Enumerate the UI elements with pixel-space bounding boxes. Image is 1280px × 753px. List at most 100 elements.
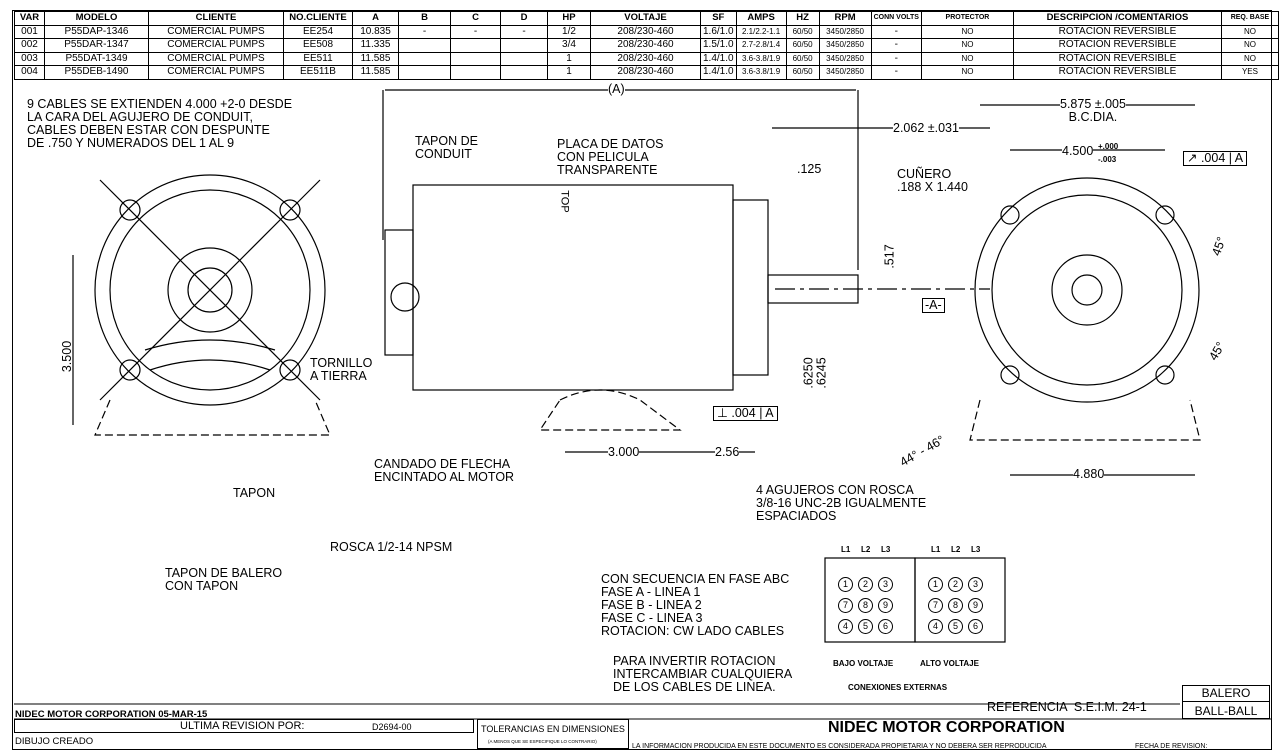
balero-label: BALERO bbox=[1182, 685, 1270, 702]
line-label: L1 bbox=[931, 545, 941, 554]
line-label: L3 bbox=[881, 545, 891, 554]
table-cell: - bbox=[870, 65, 922, 80]
label-conexiones-externas: CONEXIONES EXTERNAS bbox=[848, 683, 948, 692]
tolerancias-sub: (A MENOS QUE SE ESPECIFIQUE LO CONTRARIO… bbox=[488, 739, 597, 744]
proprietary-notice: LA INFORMACION PRODUCIDA EN ESTE DOCUMEN… bbox=[632, 743, 1047, 750]
revision-row bbox=[14, 719, 474, 733]
company-date: NIDEC MOTOR CORPORATION 05-Mar-15 bbox=[15, 709, 208, 720]
line-label: L2 bbox=[861, 545, 871, 554]
note-tapon-conduit: TAPON DE CONDUIT bbox=[415, 134, 478, 161]
note-tapon: TAPON bbox=[233, 486, 276, 500]
dim-3000: 3.000 bbox=[608, 445, 640, 459]
terminal: 7 bbox=[838, 598, 853, 613]
table-cell: - bbox=[398, 24, 451, 39]
dim-2062: 2.062 ±.031 bbox=[893, 121, 959, 135]
end-view-left bbox=[72, 174, 331, 436]
table-cell: P55DAR-1347 bbox=[44, 38, 149, 53]
fecha-revision: FECHA DE REVISION: bbox=[1135, 743, 1208, 750]
note-cables: 9 CABLES SE EXTIENDEN 4.000 +2-0 DESDE L… bbox=[27, 97, 293, 150]
line-label: L1 bbox=[841, 545, 851, 554]
terminal: 6 bbox=[878, 619, 893, 634]
label-bajo-voltaje: BAJO VOLTAJE bbox=[833, 659, 894, 668]
terminal: 9 bbox=[968, 598, 983, 613]
table-cell: 3450/2850 bbox=[818, 65, 872, 80]
terminal: 4 bbox=[928, 619, 943, 634]
table-cell: COMERCIAL PUMPS bbox=[148, 38, 284, 53]
line-label: L2 bbox=[951, 545, 961, 554]
dim-256: 2.56 bbox=[715, 445, 740, 459]
note-invertir: PARA INVERTIR ROTACION INTERCAMBIAR CUAL… bbox=[613, 654, 793, 694]
terminal: 3 bbox=[968, 577, 983, 592]
dim-4500-tol: +.000 -.003 bbox=[1098, 142, 1119, 164]
table-cell: NO bbox=[1220, 38, 1279, 53]
note-agujeros: 4 AGUJEROS CON ROSCA 3/8-16 UNC-2B IGUAL… bbox=[756, 483, 927, 523]
note-candado: CANDADO DE FLECHA ENCINTADO AL MOTOR bbox=[374, 457, 515, 484]
table-cell: 002 bbox=[14, 38, 45, 53]
table-cell: EE254 bbox=[283, 24, 353, 39]
table-cell: NO bbox=[1220, 24, 1279, 39]
terminal: 4 bbox=[838, 619, 853, 634]
end-view-right bbox=[969, 104, 1201, 476]
table-cell: 3450/2850 bbox=[818, 24, 872, 39]
table-cell: 208/230-460 bbox=[590, 38, 701, 53]
tolerancias: TOLERANCIAS EN DIMENSIONES bbox=[481, 724, 625, 734]
table-cell: - bbox=[500, 24, 548, 39]
top-marking: TOP bbox=[558, 190, 571, 213]
table-cell: 004 bbox=[14, 65, 45, 80]
label-alto-voltaje: ALTO VOLTAJE bbox=[920, 659, 979, 668]
table-cell: 2.1/2.2-1.1 bbox=[735, 24, 787, 39]
tolerance-frame: ⊥ .004 | A bbox=[713, 406, 778, 421]
table-cell: EE508 bbox=[283, 38, 353, 53]
dim-bolt-circle: 5.875 ±.005 B.C.DIA. bbox=[1060, 97, 1126, 124]
wiring-box-high bbox=[914, 557, 1006, 643]
terminal: 8 bbox=[948, 598, 963, 613]
terminal: 2 bbox=[948, 577, 963, 592]
table-cell: 1/2 bbox=[547, 24, 591, 39]
tolerance-datum: A bbox=[765, 406, 774, 420]
terminal: 5 bbox=[858, 619, 873, 634]
table-cell: 3/4 bbox=[547, 38, 591, 53]
terminal: 2 bbox=[858, 577, 873, 592]
table-cell: 11.335 bbox=[352, 38, 399, 53]
table-cell: 208/230-460 bbox=[590, 65, 701, 80]
ultima-revision: ULTIMA REVISION POR: bbox=[180, 720, 305, 732]
runout-frame: ↗ .004 | A bbox=[1183, 151, 1248, 166]
terminal: 6 bbox=[968, 619, 983, 634]
note-secuencia: CON SECUENCIA EN FASE ABC FASE A - LINEA… bbox=[601, 572, 790, 638]
table-cell: ROTACION REVERSIBLE bbox=[1012, 24, 1222, 39]
doc-number: D2694-00 bbox=[372, 722, 412, 732]
dim-4500: 4.500 bbox=[1062, 144, 1094, 158]
terminal: 7 bbox=[928, 598, 943, 613]
table-cell: 3450/2850 bbox=[818, 38, 872, 53]
company-name: NIDEC MOTOR CORPORATION bbox=[828, 719, 1065, 736]
balero-value: BALL-BALL bbox=[1182, 701, 1270, 719]
note-cunero: CUÑERO .188 X 1.440 bbox=[897, 167, 968, 194]
datum-a: -A- bbox=[922, 298, 945, 313]
table-cell: - bbox=[870, 24, 922, 39]
note-tapon-balero: TAPON DE BALERO CON TAPON bbox=[165, 566, 283, 593]
terminal: 9 bbox=[878, 598, 893, 613]
dim-4880: 4.880 bbox=[1073, 467, 1105, 481]
table-cell: 60/50 bbox=[785, 24, 820, 39]
note-placa-datos: PLACA DE DATOS CON PELICULA TRANSPARENTE bbox=[557, 137, 664, 177]
referencia: REFERENCIA S.E.I.M. 24-1 bbox=[987, 700, 1147, 714]
terminal: 3 bbox=[878, 577, 893, 592]
dibujo-creado: DIBUJO CREADO bbox=[15, 736, 94, 747]
line-label: L3 bbox=[971, 545, 981, 554]
note-rosca: ROSCA 1/2-14 NPSM bbox=[330, 540, 453, 554]
table-cell: COMERCIAL PUMPS bbox=[148, 24, 284, 39]
note-tornillo: TORNILLO A TIERRA bbox=[310, 356, 373, 383]
dim-a: (A) bbox=[608, 82, 625, 96]
dim-125: .125 bbox=[797, 162, 822, 176]
table-cell: YES bbox=[1220, 65, 1279, 80]
dim-6250: .6250 .6245 bbox=[801, 357, 829, 389]
terminal: 1 bbox=[928, 577, 943, 592]
dim-517: .517 bbox=[882, 244, 897, 269]
tolerance-value: .004 bbox=[731, 406, 756, 420]
